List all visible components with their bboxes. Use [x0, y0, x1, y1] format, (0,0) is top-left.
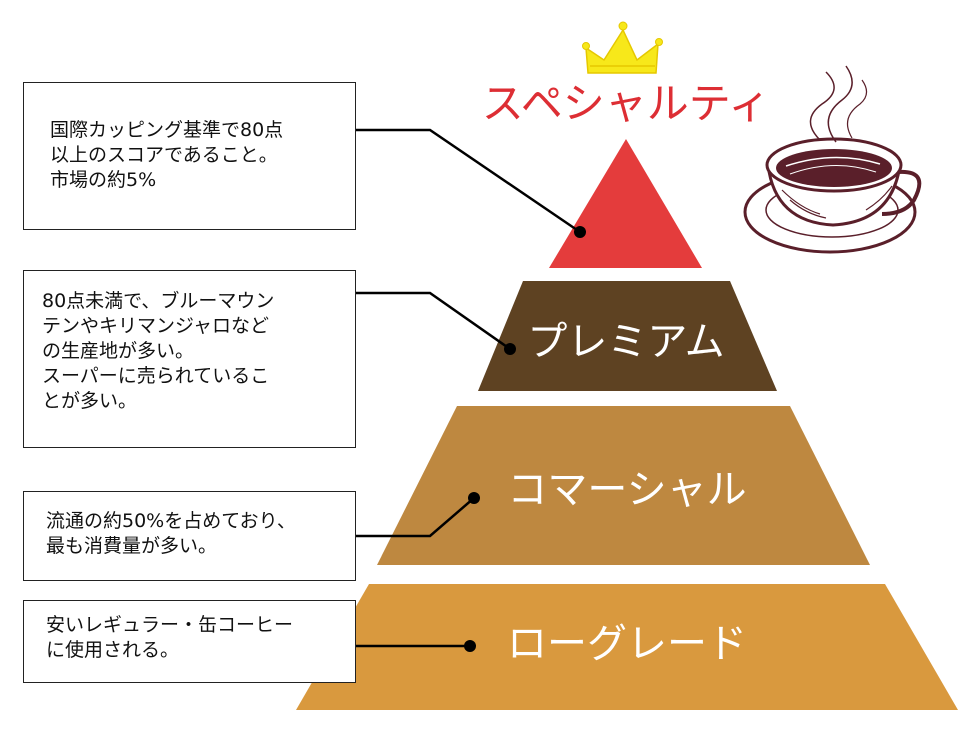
tier-label-premium: プレミアム — [527, 319, 724, 365]
connector-lowgrade — [356, 640, 476, 652]
description-commercial: 流通の約50%を占めており、 最も消費量が多い。 — [23, 491, 356, 581]
tier-premium — [478, 281, 777, 391]
tier-label-commercial: コマーシャル — [507, 467, 746, 513]
connector-commercial — [356, 492, 480, 538]
coffee-cup-icon — [743, 65, 922, 254]
tier-label-lowgrade: ローグレード — [507, 621, 747, 667]
description-premium: 80点未満で、ブルーマウン テンやキリマンジャロなど の生産地が多い。 スーパー… — [23, 270, 356, 448]
tier-lowgrade — [296, 584, 958, 710]
connector-premium — [356, 291, 516, 355]
connector-specialty — [356, 128, 586, 238]
description-lowgrade: 安いレギュラー・缶コーヒー に使用される。 — [23, 600, 356, 683]
specialty-title: スペシャルティ — [482, 79, 771, 128]
tier-specialty — [549, 139, 702, 268]
tier-commercial — [377, 406, 870, 565]
description-specialty: 国際カッピング基準で80点 以上のスコアであること。 市場の約5% — [23, 82, 356, 230]
crown-icon — [582, 21, 663, 74]
